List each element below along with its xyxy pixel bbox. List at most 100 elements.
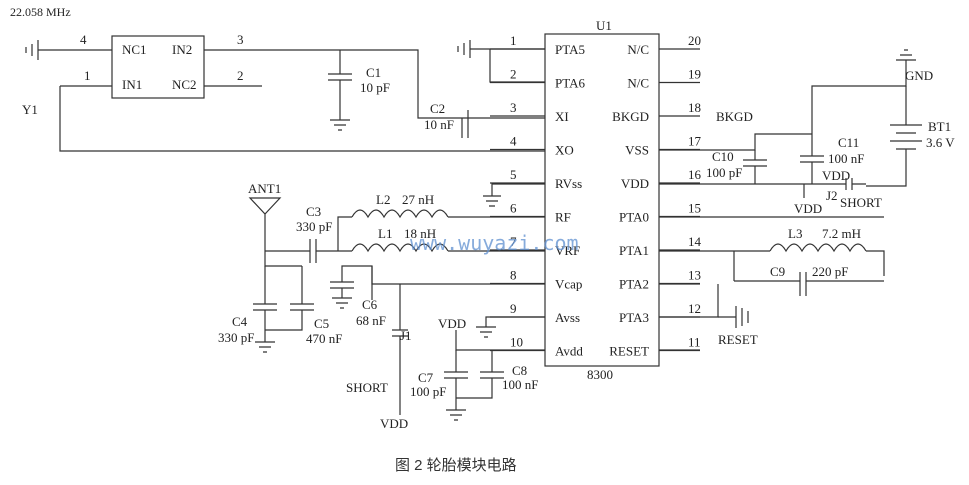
chip-left-pin-name: VRF [555,243,580,258]
vdd-label-top: VDD [822,168,850,183]
vss-wire [659,133,812,151]
chip-right-pin-number: 17 [688,134,702,149]
vdd-label-bottom: VDD [794,201,822,216]
chip-left-pin-number: 3 [510,100,517,115]
crystal-y1: NC1 IN2 IN1 NC2 4 3 1 2 Y1 [22,32,262,117]
chip-right-pin-number: 15 [688,201,701,216]
ant1-label: ANT1 [248,181,281,196]
chip-right-pin-name: N/C [627,42,649,57]
gnd-net-label: GND [905,68,933,83]
chip-right-pin-name: PTA3 [619,310,649,325]
reset-ground-symbol [718,306,749,328]
crystal-frequency-label: 22.058 MHz [10,5,71,19]
chip-right-pin-number: 14 [688,234,702,249]
net-xi-wire [262,49,545,119]
crystal-ref-label: Y1 [22,102,38,117]
j2-ref-label: J2 [826,188,838,203]
bt1-value-label: 3.6 V [926,135,955,150]
chip-right-pin-number: 20 [688,33,701,48]
c9-symbol [733,251,884,296]
c8-symbol [456,350,504,399]
battery-bt1-symbol [866,86,922,187]
crystal-pin-nc2: NC2 [172,77,197,92]
c11-ref-label: C11 [838,135,859,150]
chip-right-pin-name: VDD [621,176,649,191]
chip-left-pin-name: RF [555,210,571,225]
c10-symbol [743,150,767,184]
chip-part-label: 8300 [587,367,613,382]
chip-left-pin-number: 4 [510,134,517,149]
chip-right-pin-name: PTA2 [619,277,649,292]
chip-right-pin-number: 12 [688,301,701,316]
l3-value-label: 7.2 mH [822,226,861,241]
crystal-pin-num-4: 4 [80,32,87,47]
c4-ground-symbol [255,341,275,353]
l3-ref-label: L3 [788,226,802,241]
chip-left-pin-number: 6 [510,201,517,216]
c7-ref-label: C7 [418,370,434,385]
c9-ref-label: C9 [770,264,785,279]
chip-right-pin-name: PTA0 [619,210,649,225]
gnd-wire [811,60,907,134]
c4-symbol [253,266,277,342]
c10-ref-label: C10 [712,149,734,164]
chip-right-pin-number: 13 [688,268,701,283]
bkgd-net-label: BKGD [716,109,753,124]
j1-short-label: SHORT [346,380,388,395]
rvss-ground-symbol [483,195,501,207]
c3-symbol [265,239,338,263]
l3-out-wire [866,250,885,276]
l1-inductor-symbol [351,243,449,253]
crystal-pin-nc1: NC1 [122,42,147,57]
chip-right-pin-name: RESET [609,344,649,359]
j2-short-label: SHORT [840,195,882,210]
chip-right-pin-name: PTA1 [619,243,649,258]
chip-body [544,33,660,367]
c2-symbol [461,110,469,138]
crystal-pin-num-3: 3 [237,32,244,47]
pta5-pta6-wire [470,48,545,83]
chip-ref-label: U1 [596,18,612,33]
c3-ref-label: C3 [306,204,321,219]
antenna-symbol [248,197,282,251]
c10-value-label: 100 pF [706,165,742,180]
c6-symbol [330,281,354,309]
c4-ref-label: C4 [232,314,248,329]
chip-right-pin-name: VSS [625,143,649,158]
chip-left-pin-name: RVss [555,176,582,191]
j2-switch-symbol [836,178,866,190]
c5-ref-label: C5 [314,316,329,331]
pta-ground-symbol [457,40,471,58]
watermark-text: www.wuyazi.com [410,231,579,255]
c7-c8-ground-symbol [446,409,466,421]
chip-left-pin-number: 7 [510,234,517,249]
chip-left-pin-name: XO [555,143,574,158]
c1-ground-symbol [330,80,350,131]
avdd-vdd-label: VDD [438,316,466,331]
c9-value-label: 220 pF [812,264,848,279]
c1-ref-label: C1 [366,65,381,80]
l2-inductor-symbol [351,209,449,219]
chip-right-pin-name: BKGD [612,109,649,124]
l2-input-wire [337,216,352,251]
c8-ref-label: C8 [512,363,527,378]
chip-left-pin-name: Avss [555,310,580,325]
c7-value-label: 100 pF [410,384,446,399]
c4-c5-top-wire [264,251,302,267]
crystal-body [111,35,205,99]
l2-value-label: 27 nH [402,192,434,207]
j1-ref-label: J1 [400,328,412,343]
net-xo-wire [59,86,545,152]
chip-right-pin-number: 18 [688,100,701,115]
c1-symbol [328,73,352,81]
c3-value-label: 330 pF [296,219,332,234]
c1-value-label: 10 pF [360,80,390,95]
c11-value-label: 100 nF [828,151,864,166]
chip-left-pin-number: 10 [510,335,523,350]
l3-inductor-symbol [769,243,867,253]
avdd-wire [455,330,545,351]
c2-ref-label: C2 [430,101,445,116]
chip-left-pin-number: 2 [510,67,517,82]
chip-left-pin-number: 8 [510,268,517,283]
